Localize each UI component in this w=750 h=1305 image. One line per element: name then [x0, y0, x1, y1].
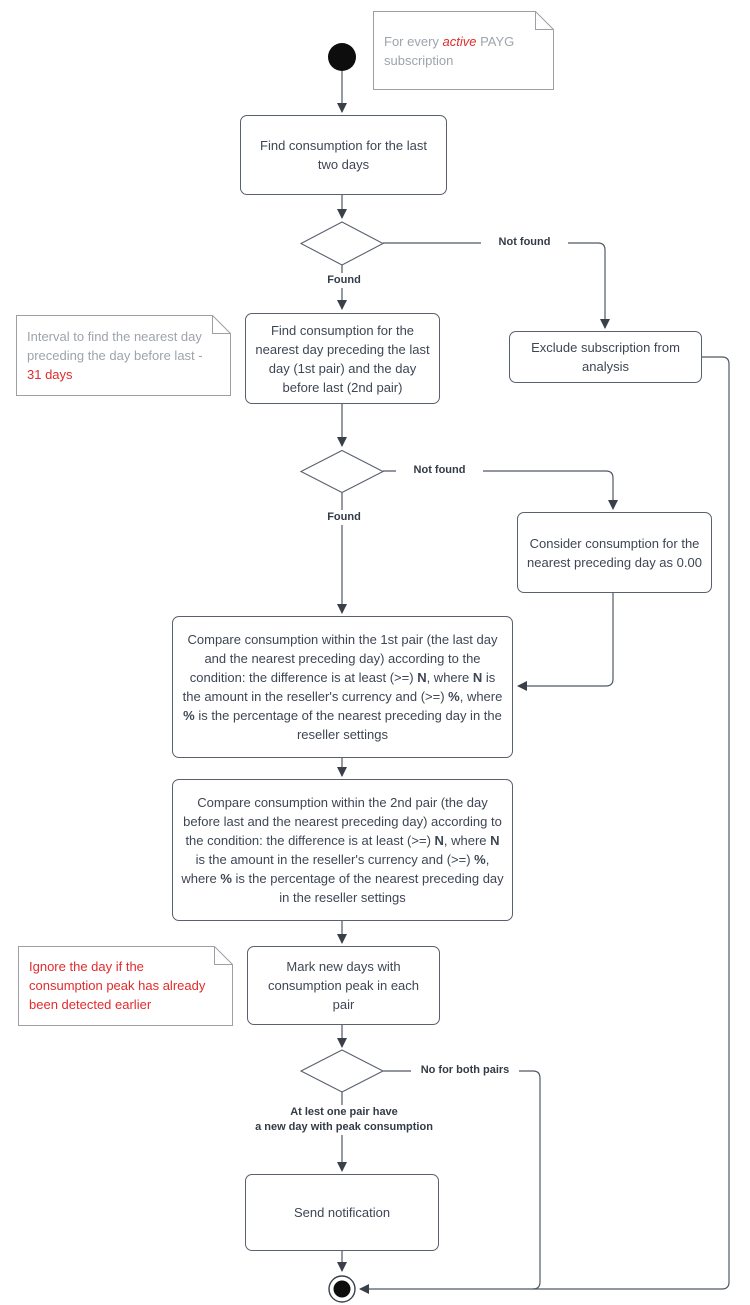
- edge-decision1-notfound: [383, 242, 610, 329]
- activity-mark-new-days: Mark new days with consumption peak in e…: [247, 946, 440, 1025]
- edge-exclude-to-end: [359, 356, 730, 1294]
- activity-label: Consider consumption for the nearest pre…: [527, 535, 702, 570]
- activity-label: Mark new days with consumption peak in e…: [267, 959, 420, 1012]
- note-interval: [16, 315, 231, 396]
- edge-label-found-2: Found: [307, 510, 381, 525]
- edge-label-line2: a new day with peak consumption: [255, 1121, 433, 1133]
- activity-send-notification: Send notification: [245, 1174, 439, 1251]
- activity-label: Exclude subscription from analysis: [531, 340, 680, 374]
- activity-find-nearest-day: Find consumption for the nearest day pre…: [245, 313, 440, 404]
- note-ignore-text: Ignore the day if the consumption peak h…: [19, 947, 231, 1024]
- note-interval-fold-icon: [212, 315, 231, 334]
- decision-consumption-found-shape: [299, 221, 385, 266]
- activity-label: Compare consumption within the 1st pair …: [182, 632, 503, 742]
- end-node: [333, 1280, 351, 1298]
- edge-decision2-notfound: [383, 470, 618, 510]
- activity-label: Find consumption for the last two days: [260, 138, 427, 172]
- note-body: Ignore the day if the consumption peak h…: [29, 959, 206, 1012]
- edge-decision3-noboth: [383, 1070, 541, 1290]
- note-ignore-fold-icon: [214, 946, 233, 965]
- edge-label-at-least-one-pair: At lest one pair have a new day with pea…: [222, 1105, 466, 1135]
- note-interval-text: Interval to find the nearest day precedi…: [17, 316, 229, 394]
- decision-peak-shape: [299, 1049, 385, 1093]
- activity-consider-zero: Consider consumption for the nearest pre…: [517, 512, 712, 593]
- edge-label-found-1: Found: [307, 273, 381, 288]
- activity-label: Send notification: [293, 1205, 391, 1220]
- activity-label: Compare consumption within the 2nd pair …: [181, 795, 504, 905]
- note-body: For every active PAYG subscription: [384, 33, 515, 68]
- start-node: [328, 43, 356, 71]
- note-ignore: [18, 946, 233, 1026]
- edge-label-line1: At lest one pair have: [290, 1106, 398, 1118]
- decision-nearest-found-shape: [299, 449, 385, 494]
- activity-find-last-two-days: Find consumption for the last two days: [240, 115, 447, 195]
- highlight-31-days: 31 days: [27, 366, 73, 382]
- edge-label-not-found-1: Not found: [481, 235, 568, 250]
- note-for-every-text: For every active PAYG subscription: [374, 12, 552, 89]
- note-for-every-fold-icon: [535, 11, 554, 30]
- highlight-active: active: [442, 33, 477, 49]
- edge-consider-to-compare1: [517, 593, 614, 691]
- activity-compare-first-pair: Compare consumption within the 1st pair …: [172, 616, 513, 758]
- activity-label: Find consumption for the nearest day pre…: [255, 322, 430, 395]
- activity-exclude-subscription: Exclude subscription from analysis: [509, 331, 702, 383]
- edge-label-no-for-both-pairs: No for both pairs: [411, 1063, 519, 1078]
- activity-compare-second-pair: Compare consumption within the 2nd pair …: [172, 779, 513, 921]
- edge-label-not-found-2: Not found: [396, 463, 483, 478]
- note-body: Interval to find the nearest day precedi…: [27, 328, 203, 382]
- note-for-every: [373, 11, 554, 90]
